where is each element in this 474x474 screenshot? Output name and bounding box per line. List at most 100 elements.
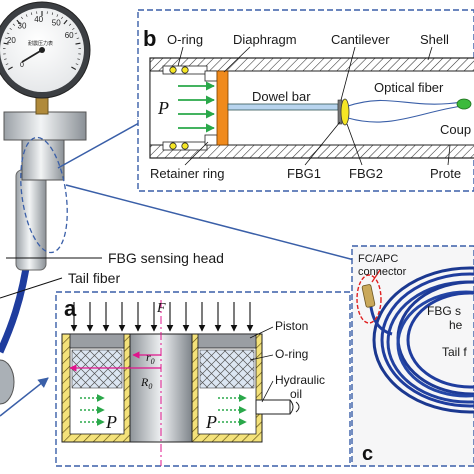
- gauge-tick-mark: [9, 27, 12, 30]
- gauge-tick-mark: [16, 19, 21, 25]
- gauge-tick-mark: [5, 63, 9, 65]
- gauge-tick-mark: [68, 23, 72, 26]
- tail-fiber-label: Tail fiber: [68, 270, 120, 286]
- pressure-label-a-left: P: [105, 412, 117, 432]
- cantilever-leader: [340, 46, 356, 101]
- gauge-tick-mark: [6, 32, 10, 35]
- piston-plate-right: [197, 333, 257, 349]
- connector-pointer: [371, 269, 381, 283]
- gauge-tick-label: 20: [7, 36, 16, 45]
- gauge-tick-mark: [12, 23, 16, 26]
- gauge-tick-mark: [3, 42, 9, 45]
- dowel-bar: [227, 103, 339, 111]
- panel-b-letter: b: [143, 26, 156, 51]
- pressure-arrows-b: [178, 81, 215, 133]
- R0-label: R0: [140, 375, 152, 391]
- gauge-tick-mark: [75, 63, 79, 65]
- fbg1-leader: [304, 121, 341, 166]
- sensing-head-highlight: [20, 136, 68, 254]
- gauge-tick-label: 50: [52, 19, 61, 28]
- gauge-tick-mark: [4, 58, 7, 60]
- optical-fiber-upper: [347, 99, 463, 107]
- gauge-tick-mark: [7, 66, 13, 70]
- gauge-zero-label: 0: [20, 62, 24, 69]
- gauge-tick-mark: [63, 19, 68, 25]
- gauge-hub: [39, 47, 45, 53]
- callout-arrow-to-c: [65, 184, 364, 265]
- force-arrows: [70, 302, 254, 332]
- gauge-tick-mark: [51, 12, 53, 15]
- seal-right: [199, 349, 255, 389]
- diaphragm: [216, 70, 229, 146]
- connector-highlight: [356, 274, 382, 324]
- optical-fiber-label: Optical fiber: [374, 80, 444, 95]
- gauge-tick-label: 30: [18, 22, 27, 31]
- oring-bottom-1: [169, 142, 177, 150]
- optical-fiber-lower: [347, 105, 463, 123]
- gauge-dial-text: 耐震压力表: [28, 40, 53, 47]
- hydraulic-label: Hydraulic: [275, 373, 325, 387]
- cantilever-label: Cantilever: [331, 32, 390, 47]
- oring-leader-a: [249, 354, 274, 361]
- fbg1-label: FBG1: [287, 166, 321, 181]
- fbg2-grating: [340, 98, 350, 126]
- coupler-label: Coup: [440, 122, 471, 137]
- diaphragm-leader: [223, 46, 251, 73]
- oring-bottom-2: [181, 142, 189, 150]
- piston-label: Piston: [275, 319, 308, 333]
- gauge-tick-mark: [61, 16, 63, 20]
- pressure-label-b: P: [157, 98, 169, 118]
- gauge-tick-mark: [71, 66, 77, 70]
- gauge-tick-mark: [76, 37, 80, 39]
- fbg2-label: FBG2: [349, 166, 383, 181]
- oring-label-a: O-ring: [275, 347, 308, 361]
- coiled-cable: [372, 266, 474, 414]
- retainer-ring-label: Retainer ring: [150, 166, 224, 181]
- protective-leader: [447, 144, 451, 166]
- oring-label-b: O-ring: [167, 32, 203, 47]
- fitting-base: [0, 359, 15, 405]
- oring-top-1: [169, 66, 177, 74]
- hydraulic-leader: [261, 380, 274, 403]
- connector-label-line2: connector: [358, 266, 407, 278]
- gauge-tick-mark: [21, 16, 23, 20]
- gauge-tick-mark: [31, 12, 33, 15]
- oring-leader-b: [177, 46, 184, 67]
- fcapc-connector: [361, 284, 376, 308]
- tee-block: [3, 111, 87, 141]
- panel-c: FC/APC connector FBG s he Tail f c: [351, 245, 474, 467]
- protective-label: Prote: [430, 166, 461, 181]
- seal-left: [71, 349, 123, 389]
- sensing-head-label: FBG sensing head: [108, 250, 224, 266]
- piston-plate-left: [69, 333, 125, 349]
- oil-port: [255, 399, 291, 415]
- pressure-label-a-right: P: [205, 412, 217, 432]
- panel-b: b P O-ring Diaphra: [137, 9, 474, 192]
- tail-fiber-leader: [0, 277, 63, 299]
- shell-leader: [427, 46, 433, 61]
- oil-port-cap: [289, 399, 294, 415]
- oil-port-wave: [295, 401, 300, 413]
- retainer-ring-top: [204, 70, 218, 82]
- diaphragm-label: Diaphragm: [233, 32, 297, 47]
- shell-label: Shell: [420, 32, 449, 47]
- gauge-needle: [21, 49, 43, 63]
- tee-stem: [21, 139, 65, 181]
- oring-top-2: [181, 66, 189, 74]
- gauge-tick-mark: [74, 32, 78, 35]
- coupler: [456, 98, 472, 110]
- sensing-label-c-line1: FBG s: [427, 304, 461, 318]
- panel-a-letter: a: [64, 296, 77, 321]
- oil-pressure-arrows: [80, 394, 247, 426]
- retainer-leader: [184, 141, 209, 166]
- oil-label: oil: [290, 387, 302, 401]
- gauge-tick-label: 60: [65, 31, 74, 40]
- callout-arrow-to-a: [0, 377, 49, 417]
- r0-label: r0: [146, 350, 155, 366]
- dowel-bar-label: Dowel bar: [252, 89, 311, 104]
- piston-leader: [249, 326, 274, 339]
- tail-label-c: Tail f: [442, 345, 467, 359]
